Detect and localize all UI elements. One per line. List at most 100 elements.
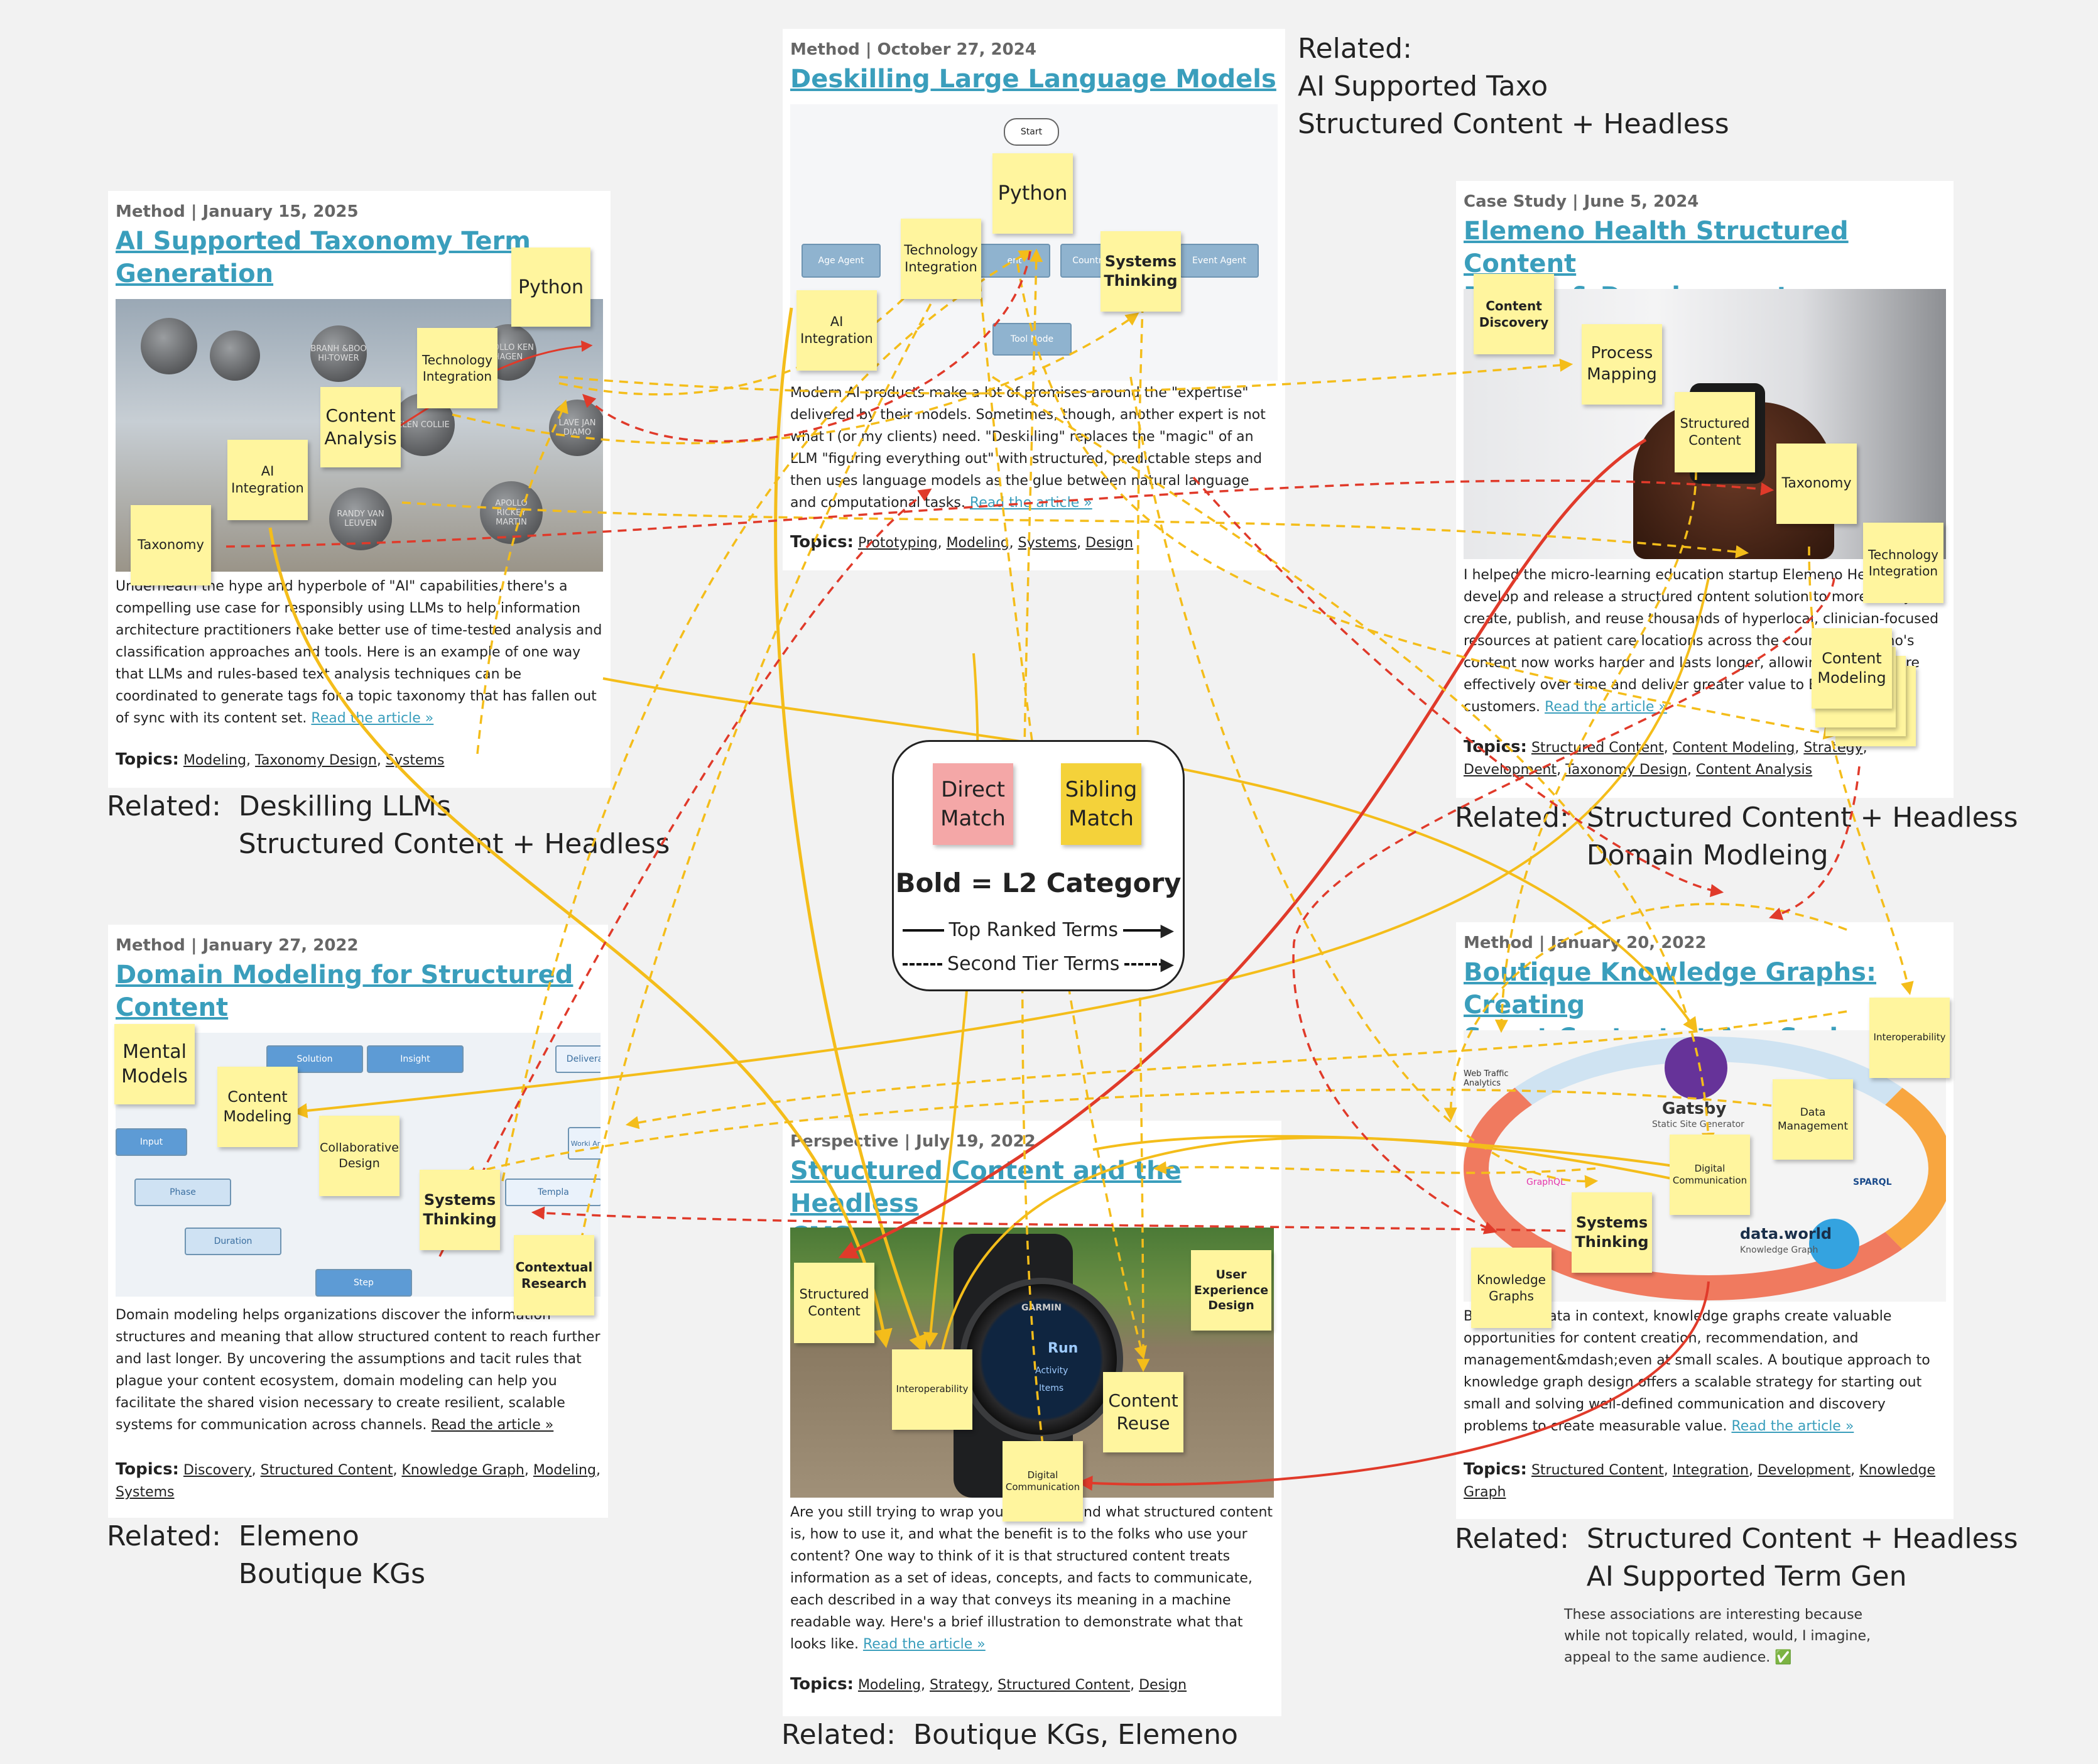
topic-link[interactable]: Systems xyxy=(116,1484,175,1500)
note-technology-integration: Technology Integration xyxy=(1863,523,1943,603)
fence-tag-blank xyxy=(141,318,197,374)
watch-brand: GARMIN xyxy=(1021,1303,1062,1313)
footnote: These associations are interesting becau… xyxy=(1564,1607,1871,1665)
topic-link[interactable]: Modeling xyxy=(946,535,1009,551)
card-title-line[interactable]: AI Supported Taxonomy Term xyxy=(116,227,531,256)
card-body-text: Underneath the hype and hyperbole of "AI… xyxy=(116,579,602,726)
watch-face: GARMIN Run Activity Items xyxy=(960,1278,1123,1441)
diagram-working: Worki Artifa xyxy=(568,1127,601,1160)
card-title-line[interactable]: Generation xyxy=(116,259,274,288)
topics-label: Topics: xyxy=(116,750,179,769)
topic-link[interactable]: Strategy xyxy=(930,1677,989,1693)
read-article-link[interactable]: Read the article » xyxy=(969,495,1092,511)
topic-link[interactable]: Design xyxy=(1085,535,1134,551)
topic-link[interactable]: Modeling xyxy=(183,753,247,768)
topic-link[interactable]: Taxonomy Design xyxy=(1565,762,1687,778)
read-article-link[interactable]: Read the article » xyxy=(431,1417,554,1433)
topic-link[interactable]: Discovery xyxy=(183,1462,252,1478)
topic-link[interactable]: Structured Content xyxy=(1531,740,1664,756)
note-content-modeling: Content Modeling xyxy=(217,1067,298,1147)
related-kg: Related: Structured Content + Headless A… xyxy=(1455,1523,2018,1592)
note-ai-integration: AI Integration xyxy=(796,290,877,371)
diagram-ent: ent xyxy=(979,244,1050,278)
note-ai-integration: AI Integration xyxy=(227,440,308,520)
note-systems-thinking: Systems Thinking xyxy=(420,1170,500,1250)
topic-link[interactable]: Design xyxy=(1139,1677,1187,1693)
note-interoperability: Interoperability xyxy=(892,1349,972,1430)
fence-tag: BRANH &BOO HI-TOWER xyxy=(310,325,367,382)
diagram-age-agent: Age Agent xyxy=(802,244,881,278)
topics-label: Topics: xyxy=(1464,738,1527,756)
topic-link[interactable]: Structured Content xyxy=(1531,1462,1664,1478)
card-meta: Method | January 20, 2022 xyxy=(1464,934,1707,952)
card-meta: Method | January 27, 2022 xyxy=(116,936,359,955)
card-title-line[interactable]: Content xyxy=(116,993,229,1022)
note-interoperability: Interoperability xyxy=(1869,998,1950,1078)
note-process-mapping: Process Mapping xyxy=(1582,324,1662,405)
card-title-line[interactable]: Structured Content and the Headless xyxy=(790,1157,1182,1218)
note-technology-integration: Technology Integration xyxy=(417,328,497,408)
topic-link[interactable]: Development xyxy=(1464,762,1557,778)
card-domain-modeling: Method | January 27, 2022 Domain Modelin… xyxy=(108,925,608,1518)
card-topics: Topics: Structured Content, Integration,… xyxy=(1464,1460,1936,1500)
watch-run: Run xyxy=(1048,1341,1079,1356)
topic-link[interactable]: Taxonomy Design xyxy=(255,753,377,768)
topic-link[interactable]: Prototyping xyxy=(857,535,938,551)
topic-link[interactable]: Knowledge Graph xyxy=(1464,1462,1936,1500)
note-taxonomy: Taxonomy xyxy=(131,505,211,585)
card-body: Are you still trying to wrap your head a… xyxy=(790,1501,1274,1655)
legend-second-tier-row: Second Tier Terms ▶ xyxy=(903,953,1174,975)
card-meta: Case Study | June 5, 2024 xyxy=(1464,192,1699,211)
read-article-link[interactable]: Read the article » xyxy=(311,710,434,726)
card-title-link[interactable]: AI Supported Taxonomy Term Generation xyxy=(116,225,603,290)
topic-link[interactable]: Structured Content xyxy=(997,1677,1131,1693)
card-body-text: Modern AI products make a lot of promise… xyxy=(790,385,1266,511)
arrow-right-icon: ▶ xyxy=(1160,954,1174,974)
card-body-text: Are you still trying to wrap your head a… xyxy=(790,1505,1273,1652)
note-taxonomy: Taxonomy xyxy=(1776,444,1857,524)
diagram-step: Step xyxy=(315,1269,412,1297)
topic-link[interactable]: Systems xyxy=(385,753,445,768)
diagram-phase: Phase xyxy=(134,1179,231,1206)
note-python: Python xyxy=(511,248,590,327)
note-structured-content: Structured Content xyxy=(794,1263,874,1343)
related-top: Related: AI Supported Taxo Structured Co… xyxy=(1298,33,1729,140)
kg-dataworld: data.world xyxy=(1740,1225,1832,1243)
topics-label: Topics: xyxy=(1464,1460,1527,1479)
read-article-link[interactable]: Read the article » xyxy=(1545,699,1667,715)
topic-link[interactable]: Content Modeling xyxy=(1672,740,1795,756)
diagram-tool-node: Tool Node xyxy=(992,323,1072,356)
note-structured-content: Structured Content xyxy=(1675,392,1755,472)
topic-link[interactable]: Systems xyxy=(1018,535,1077,551)
note-contextual-research: Contextual Research xyxy=(514,1235,594,1315)
kg-dataworld-sub: Knowledge Graph xyxy=(1740,1245,1818,1255)
read-article-link[interactable]: Read the article » xyxy=(862,1636,986,1652)
watch-items: Items xyxy=(1039,1383,1064,1393)
topic-link[interactable]: Modeling xyxy=(533,1462,596,1478)
card-title-link[interactable]: Deskilling Large Language Models xyxy=(790,65,1276,94)
related-elemeno: Related: Structured Content + Headless D… xyxy=(1455,802,2018,871)
kg-graphql: GraphQL xyxy=(1526,1177,1565,1187)
card-body-text: Domain modeling helps organizations disc… xyxy=(116,1307,601,1433)
topic-link[interactable]: Development xyxy=(1757,1462,1851,1478)
note-content-discovery: Content Discovery xyxy=(1474,274,1554,354)
note-user-experience-design: User Experience Design xyxy=(1191,1250,1271,1331)
related-ai-taxonomy: Related: Deskilling LLMs Structured Cont… xyxy=(107,790,670,860)
kg-web-traffic: Web Traffic Analytics xyxy=(1464,1069,1509,1088)
legend-sibling-match: Sibling Match xyxy=(1061,763,1141,845)
card-title-line[interactable]: Elemeno Health Structured Content xyxy=(1464,217,1849,278)
legend-top-ranked-row: Top Ranked Terms ▶ xyxy=(903,919,1174,941)
topic-link[interactable]: Knowledge Graph xyxy=(401,1462,524,1478)
kg-gatsby: Gatsby xyxy=(1662,1099,1727,1118)
diagram-insight: Insight xyxy=(367,1045,464,1073)
topic-link[interactable]: Content Analysis xyxy=(1696,762,1813,778)
card-title-link[interactable]: Domain Modeling for Structured Content xyxy=(116,959,601,1024)
diagram-deliverable: Delivera xyxy=(555,1045,601,1073)
read-article-link[interactable]: Read the article » xyxy=(1731,1418,1854,1434)
topic-link[interactable]: Structured Content xyxy=(260,1462,393,1478)
card-topics: Topics: Modeling, Strategy, Structured C… xyxy=(790,1675,1187,1694)
topic-link[interactable]: Integration xyxy=(1672,1462,1749,1478)
related-headless: Related: Boutique KGs, Elemeno xyxy=(781,1719,1238,1751)
topic-link[interactable]: Modeling xyxy=(857,1677,921,1693)
card-title-line[interactable]: Domain Modeling for Structured xyxy=(116,961,573,989)
